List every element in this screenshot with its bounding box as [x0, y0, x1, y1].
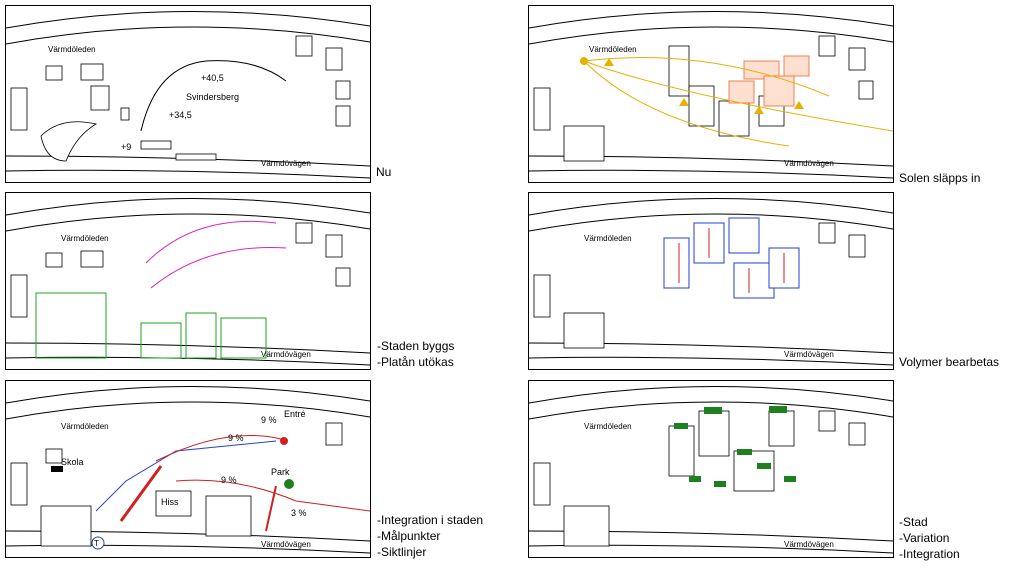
- caption-stad: -Stad -Variation -Integration: [899, 514, 960, 562]
- map-volymer: Värmdöleden Värmdövägen: [529, 198, 893, 366]
- caption-line: Nu: [376, 165, 392, 179]
- caption-volymer: Volymer bearbetas: [899, 354, 999, 370]
- skola-label: Skola: [61, 457, 84, 467]
- caption-line: -Variation: [899, 531, 950, 545]
- height-label-1: +40,5: [201, 73, 224, 83]
- panel-volymer: Värmdöleden Värmdövägen: [528, 192, 894, 370]
- panel-stad: Värmdöleden Värmdövägen: [528, 380, 894, 558]
- caption-line: Solen släpps in: [899, 171, 981, 185]
- caption-line: -Stad: [899, 515, 928, 529]
- height-label-3: +9: [121, 142, 131, 152]
- road-label-top: Värmdöleden: [48, 45, 96, 54]
- road-label-bottom: Värmdövägen: [784, 350, 834, 359]
- panel-solen: Värmdöleden Värmdövägen: [528, 5, 894, 183]
- road-label-top: Värmdöleden: [584, 234, 632, 243]
- grade-label-1: 9 %: [228, 433, 244, 443]
- tree-icon: [284, 479, 294, 489]
- hiss-label: Hiss: [161, 497, 179, 507]
- caption-line: -Platån utökas: [377, 355, 454, 369]
- caption-line: -Siktlinjer: [377, 545, 427, 559]
- height-label-2: +34,5: [169, 110, 192, 120]
- road-label-top: Värmdöleden: [584, 422, 632, 431]
- panel-integration: T Värmdöleden Värmdövägen Skola Hiss Par…: [5, 380, 371, 558]
- caption-integration: -Integration i staden -Målpunkter -Siktl…: [377, 512, 483, 560]
- road-label-top: Värmdöleden: [61, 422, 109, 431]
- caption-line: -Integration: [899, 547, 960, 561]
- road-label-bottom: Värmdövägen: [261, 159, 311, 168]
- grade-label-3: 9 %: [221, 475, 237, 485]
- tbana-label: T: [94, 539, 99, 548]
- map-staden: Värmdöleden Värmdövägen: [6, 198, 370, 366]
- grade-label-4: 3 %: [291, 508, 307, 518]
- map-nu: Värmdöleden Värmdövägen Svindersberg +40…: [6, 11, 370, 179]
- road-label-bottom: Värmdövägen: [784, 540, 834, 549]
- caption-staden: -Staden byggs -Platån utökas: [377, 338, 454, 370]
- caption-line: -Integration i staden: [377, 513, 484, 527]
- map-integration: T Värmdöleden Värmdövägen Skola Hiss Par…: [6, 386, 370, 554]
- road-label-top: Värmdöleden: [589, 45, 637, 54]
- map-solen: Värmdöleden Värmdövägen: [529, 11, 893, 179]
- road-label-top: Värmdöleden: [61, 234, 109, 243]
- hill-label: Svindersberg: [186, 92, 239, 102]
- road-label-bottom: Värmdövägen: [261, 350, 311, 359]
- caption-line: Volymer bearbetas: [899, 355, 1000, 369]
- panel-nu: Värmdöleden Värmdövägen Svindersberg +40…: [5, 5, 371, 183]
- road-label-bottom: Värmdövägen: [261, 540, 311, 549]
- tbana-icon: [91, 536, 105, 550]
- caption-solen: Solen släpps in: [899, 170, 980, 186]
- grade-label-2: 9 %: [261, 415, 277, 425]
- entre-label: Entré: [284, 409, 306, 419]
- caption-line: -Staden byggs: [377, 339, 455, 353]
- sun-icon: [580, 57, 588, 65]
- panel-staden: Värmdöleden Värmdövägen: [5, 192, 371, 370]
- caption-line: -Målpunkter: [377, 529, 441, 543]
- park-label: Park: [271, 467, 290, 477]
- caption-nu: Nu: [376, 164, 391, 180]
- road-label-bottom: Värmdövägen: [784, 159, 834, 168]
- map-stad: Värmdöleden Värmdövägen: [529, 386, 893, 554]
